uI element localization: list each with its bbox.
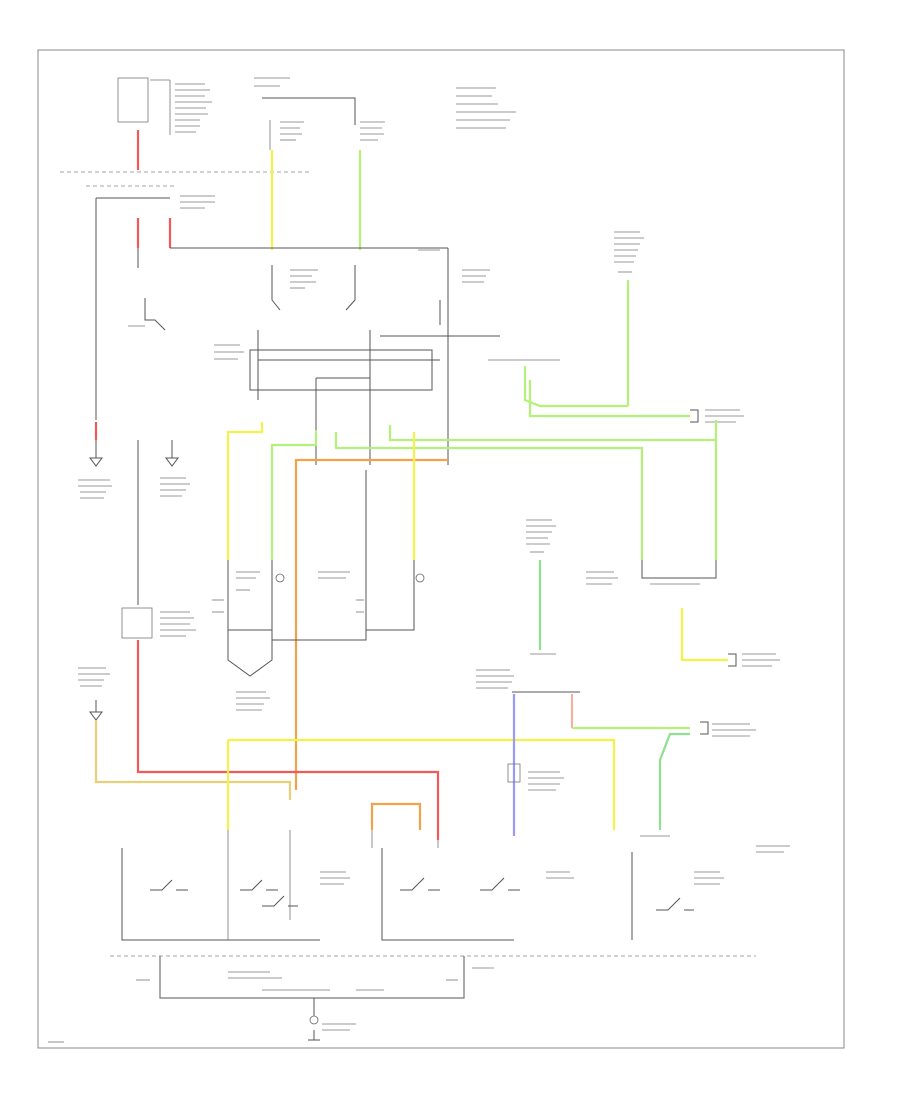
connector-right-top xyxy=(690,409,744,423)
switch-box-bottom-right xyxy=(631,845,790,940)
switch-box-bottom-center xyxy=(371,830,574,941)
wire-light-green xyxy=(334,432,644,560)
switch-box-bottom-left xyxy=(121,830,350,941)
wire-tan xyxy=(94,720,292,800)
fuse-far-right xyxy=(614,231,644,273)
wire-yellow xyxy=(226,738,616,830)
wire-orange xyxy=(294,458,448,790)
wire-yellow xyxy=(680,608,728,662)
text-lines-top-left xyxy=(175,83,212,133)
wire-orange xyxy=(370,802,422,830)
connector-right-lower xyxy=(640,721,756,837)
connector-right-yellow xyxy=(728,653,780,667)
relay-right-lower xyxy=(476,669,580,693)
wire-green xyxy=(658,732,690,830)
wire-red xyxy=(136,640,440,840)
component-blue-side xyxy=(507,763,564,791)
fuse-block-top-left xyxy=(117,77,212,135)
ground-stubs-left xyxy=(78,440,190,605)
switch-left-middle xyxy=(212,560,285,711)
fuse-center xyxy=(526,519,556,553)
relay-block xyxy=(214,248,560,465)
wire-light-green xyxy=(523,366,628,408)
module-bottom xyxy=(136,956,494,1041)
switch-center-middle xyxy=(271,560,425,641)
connector-left xyxy=(95,195,262,420)
diagram-frame xyxy=(37,49,845,1049)
wire-light-green xyxy=(388,420,718,442)
wire-yellow xyxy=(226,422,264,560)
connector-right-middle xyxy=(586,560,717,585)
wire-light-green xyxy=(270,430,318,560)
module-left-lower xyxy=(78,607,196,721)
legend-block-top-right xyxy=(456,87,516,129)
wire-light-green xyxy=(528,380,690,418)
fuse-top-center xyxy=(254,77,385,150)
